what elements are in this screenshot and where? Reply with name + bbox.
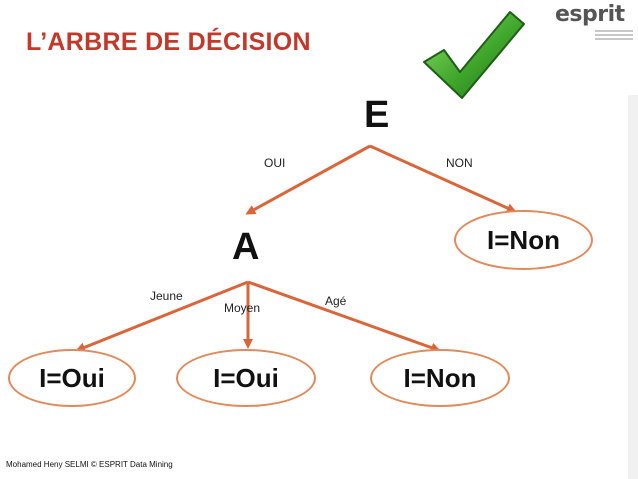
logo-text: esprit	[555, 2, 625, 27]
edge-label-age: Agé	[325, 294, 347, 308]
leaf-age: I=Non	[370, 349, 510, 407]
edge-label-moyen: Moyen	[224, 301, 261, 315]
edge-a-to-age	[247, 280, 441, 353]
leaf-jeune: I=Oui	[8, 349, 136, 407]
internal-node-label: A	[232, 226, 260, 268]
right-side-bar	[628, 95, 638, 479]
edge-root-to-a	[245, 144, 371, 215]
esprit-logo: esprit	[555, 2, 635, 42]
green-checkmark-icon	[423, 11, 525, 99]
edge-label-non: NON	[446, 156, 473, 170]
leaf-moyen: I=Oui	[176, 349, 316, 407]
edge-label-oui: OUI	[264, 156, 286, 170]
edge-label-jeune: Jeune	[150, 289, 183, 303]
edge-a-to-jeune	[75, 280, 249, 353]
leaf-root-non: I=Non	[454, 210, 593, 270]
edge-root-to-non	[369, 144, 517, 213]
logo-subtitle-lines	[595, 30, 633, 40]
root-node-label: E	[364, 94, 390, 136]
footer-credit: Mohamed Heny SELMI © ESPRIT Data Mining	[6, 460, 173, 469]
slide-title: L’ARBRE DE DÉCISION	[26, 28, 311, 56]
